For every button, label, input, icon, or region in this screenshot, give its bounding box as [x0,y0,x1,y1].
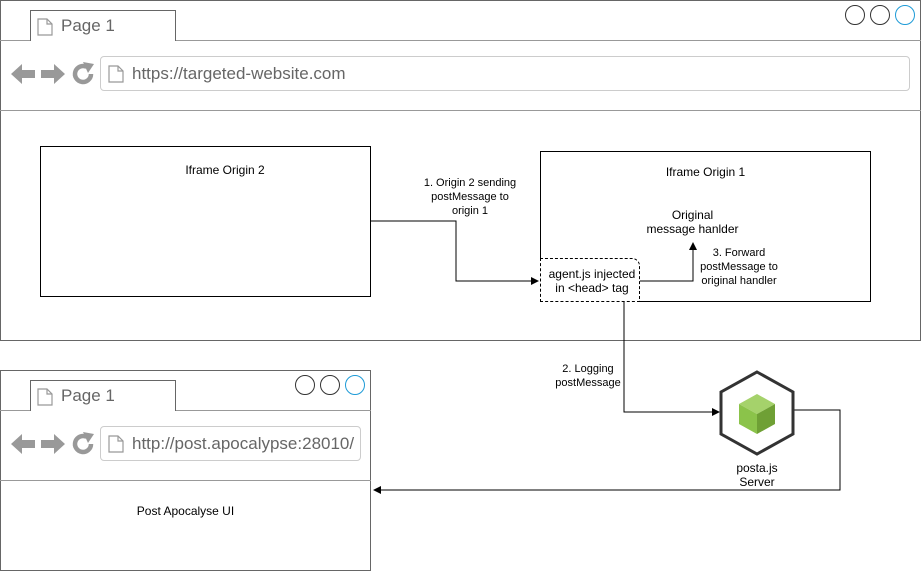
step-1-line-3: origin 1 [451,205,489,217]
iframe-origin-1-label: Iframe Origin 1 [665,165,746,179]
window-maximize-button[interactable] [870,5,890,25]
main-tabbar-divider [0,40,921,41]
window-minimize-button[interactable] [295,375,315,395]
server-label: posta.js Server [717,461,797,489]
server-line-2: Server [739,475,775,489]
window-maximize-button[interactable] [320,375,340,395]
reload-icon[interactable] [71,62,95,86]
window-minimize-button[interactable] [845,5,865,25]
secondary-tab-page-1[interactable]: Page 1 [30,380,176,411]
document-icon [37,18,53,36]
arrow-server-to-ui [373,409,841,494]
secondary-tabbar-divider [0,410,371,411]
document-icon [108,435,124,453]
iframe-origin-2-label: Iframe Origin 2 [185,163,265,177]
back-arrow-icon[interactable] [11,63,35,85]
document-icon [37,388,53,406]
tab-label: Page 1 [61,16,115,35]
original-handler-label: Original message hanlder [622,208,763,236]
arrow-step-3 [640,242,697,282]
step-2-label: 2. Logging postMessage [548,362,628,390]
tab-label: Page 1 [61,386,115,405]
url-text: https://targeted-website.com [132,63,346,83]
server-line-1: posta.js [736,461,778,475]
agent-js-line-2: in <head> tag [555,281,629,295]
step-3-line-2: postMessage to [700,261,778,273]
original-handler-line-1: Original [671,208,714,222]
step-2-line-1: 2. Logging [562,363,614,375]
main-url-bar[interactable]: https://targeted-website.com [100,56,910,91]
step-3-line-3: original handler [701,275,777,287]
iframe-origin-2-box [40,146,371,297]
agent-js-box [540,258,640,302]
step-3-line-1: 3. Forward [712,247,766,259]
agent-js-line-1: agent.js injected [548,267,636,281]
main-tab-page-1[interactable]: Page 1 [30,10,176,41]
step-1-line-1: 1. Origin 2 sending [423,177,517,189]
back-arrow-icon[interactable] [11,433,35,455]
arrow-step-2 [623,301,720,416]
window-close-button[interactable] [895,5,915,25]
secondary-url-bar[interactable]: http://post.apocalypse:28010/ [100,426,361,461]
step-1-line-2: postMessage to [431,191,509,203]
url-text: http://post.apocalypse:28010/ [132,433,355,453]
original-handler-line-2: message hanlder [646,222,739,236]
forward-arrow-icon[interactable] [41,63,65,85]
agent-js-label: agent.js injected in <head> tag [540,267,644,295]
window-close-button[interactable] [345,375,365,395]
arrow-step-1 [371,220,539,285]
document-icon [108,65,124,83]
step-2-line-2: postMessage [555,377,621,389]
reload-icon[interactable] [71,432,95,456]
step-1-label: 1. Origin 2 sending postMessage to origi… [408,176,532,218]
main-toolbar-divider [0,110,921,111]
secondary-toolbar-divider [0,480,371,481]
node-js-icon [719,370,795,461]
post-apocalypse-ui-label: Post Apocalyse UI [136,504,235,518]
step-3-label: 3. Forward postMessage to original handl… [684,246,794,288]
forward-arrow-icon[interactable] [41,433,65,455]
